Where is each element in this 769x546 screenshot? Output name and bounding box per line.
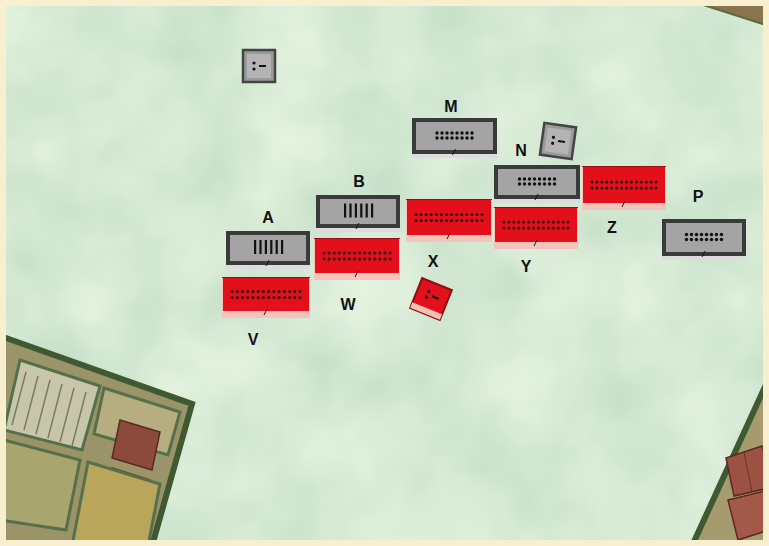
unit-figure <box>662 219 746 260</box>
village <box>692 378 769 546</box>
unit-letter: X <box>428 254 439 270</box>
unit-letter: P <box>693 189 704 205</box>
grey-unit-block: B <box>316 195 400 232</box>
farm <box>0 338 192 546</box>
general-marker <box>540 123 576 159</box>
grey-unit-block: N <box>494 165 580 203</box>
unit-figure <box>314 238 400 280</box>
unit-letter: B <box>353 174 365 190</box>
grey-unit-block: A <box>226 231 310 269</box>
unit-figure <box>406 199 492 242</box>
unit-figure <box>226 231 310 269</box>
unit-letter: N <box>515 143 527 159</box>
unit-figure <box>494 165 580 203</box>
unit-figure <box>582 166 666 210</box>
unit-figure <box>412 118 497 158</box>
map-frame <box>3 3 766 543</box>
red-unit-block: V <box>222 277 310 318</box>
unit-letter: A <box>262 210 274 226</box>
unit-figure <box>222 277 310 318</box>
general-marker <box>410 278 452 320</box>
unit-letter: M <box>444 99 457 115</box>
grey-unit-block: M <box>412 118 497 158</box>
red-unit-block: Z <box>582 166 666 210</box>
unit-letter: V <box>248 332 259 348</box>
red-unit-block: X <box>406 199 492 242</box>
unit-figure <box>316 195 400 232</box>
general-marker <box>243 50 275 82</box>
unit-letter: W <box>340 297 355 313</box>
red-unit-block: W <box>314 238 400 280</box>
grey-unit-block: P <box>662 219 746 260</box>
unit-figure <box>494 207 578 249</box>
unit-letter: Z <box>607 220 617 236</box>
unit-letter: Y <box>521 259 532 275</box>
red-unit-block: Y <box>494 207 578 249</box>
